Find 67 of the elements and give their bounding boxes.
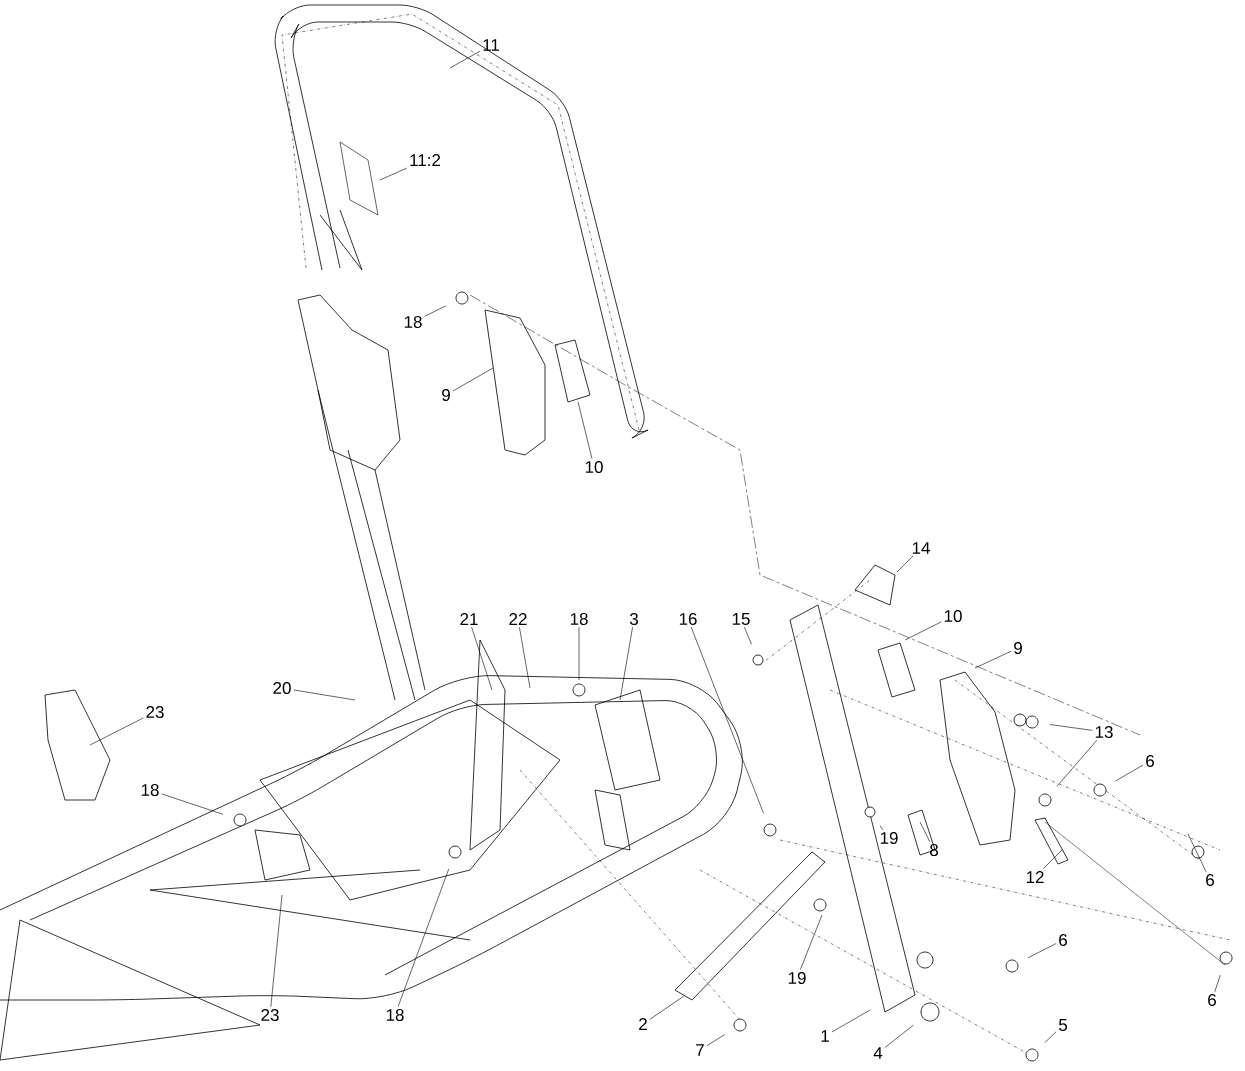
- leader-line: [799, 914, 823, 971]
- leader-line: [424, 305, 447, 317]
- callout-number: 10: [585, 461, 603, 474]
- leader-line: [161, 793, 224, 815]
- leader-line: [1187, 833, 1207, 873]
- callout-number: 11: [483, 39, 499, 51]
- leader-line: [974, 650, 1012, 669]
- leader-line: [379, 167, 408, 181]
- callout-number: 1: [821, 1030, 829, 1042]
- callout-number: 10: [944, 610, 962, 623]
- leader-line: [397, 868, 450, 1008]
- leader-line: [1044, 1031, 1057, 1043]
- callout-number: 13: [1095, 726, 1113, 739]
- leader-line: [578, 626, 580, 681]
- leader-line: [879, 825, 884, 831]
- callout-number: 9: [442, 389, 450, 402]
- callout-number: 23: [261, 1009, 279, 1022]
- leader-line: [293, 689, 356, 701]
- callout-number: 4: [873, 1047, 883, 1059]
- leader-line: [744, 626, 752, 645]
- callout-number: 19: [788, 972, 806, 985]
- callout-number: 18: [570, 613, 588, 626]
- leader-line: [649, 995, 685, 1020]
- leader-line: [1027, 943, 1057, 959]
- callout-number: 7: [696, 1044, 704, 1056]
- callout-number: 9: [1014, 642, 1022, 655]
- leader-line: [89, 717, 144, 746]
- leader-line: [519, 626, 531, 689]
- callout-number: 16: [679, 613, 697, 626]
- leader-line: [1214, 974, 1221, 993]
- leader-line: [471, 626, 493, 691]
- callout-number: 6: [1059, 934, 1067, 947]
- callout-number: 8: [930, 844, 938, 857]
- callout-number: 18: [404, 316, 422, 329]
- callout-number: 5: [1058, 1019, 1067, 1031]
- leader-line: [1115, 764, 1144, 782]
- leader-line: [577, 401, 593, 460]
- callout-number: 3: [629, 613, 638, 626]
- callout-number: 6: [1208, 994, 1216, 1007]
- callout-number: 12: [1026, 871, 1044, 883]
- leader-line: [1056, 739, 1098, 787]
- leader-line: [449, 50, 481, 69]
- leader-line: [452, 367, 494, 392]
- callout-number: 18: [141, 784, 159, 797]
- callout-number: 22: [509, 613, 527, 625]
- leader-line: [619, 626, 633, 701]
- callout-number: 20: [273, 682, 291, 695]
- leader-line: [1042, 849, 1063, 870]
- callout-number: 18: [386, 1009, 404, 1022]
- leader-line: [1049, 724, 1093, 731]
- leader-line: [831, 1009, 871, 1033]
- leader-line: [706, 1034, 726, 1046]
- callout-number: 19: [880, 832, 898, 845]
- leader-line: [270, 894, 283, 1008]
- callout-number: 15: [732, 613, 750, 625]
- callout-number: 21: [460, 613, 478, 625]
- callout-number: 11:2: [410, 154, 441, 166]
- callout-number: 6: [1206, 874, 1214, 887]
- leader-line: [884, 1024, 914, 1048]
- callout-number: 23: [146, 706, 164, 719]
- callout-number: 14: [912, 542, 930, 554]
- callout-number: 6: [1146, 755, 1154, 768]
- callout-number: 2: [639, 1018, 647, 1030]
- leader-line: [904, 621, 942, 641]
- leader-line: [690, 626, 764, 814]
- leader-line: [896, 555, 914, 573]
- leader-line: [919, 821, 931, 843]
